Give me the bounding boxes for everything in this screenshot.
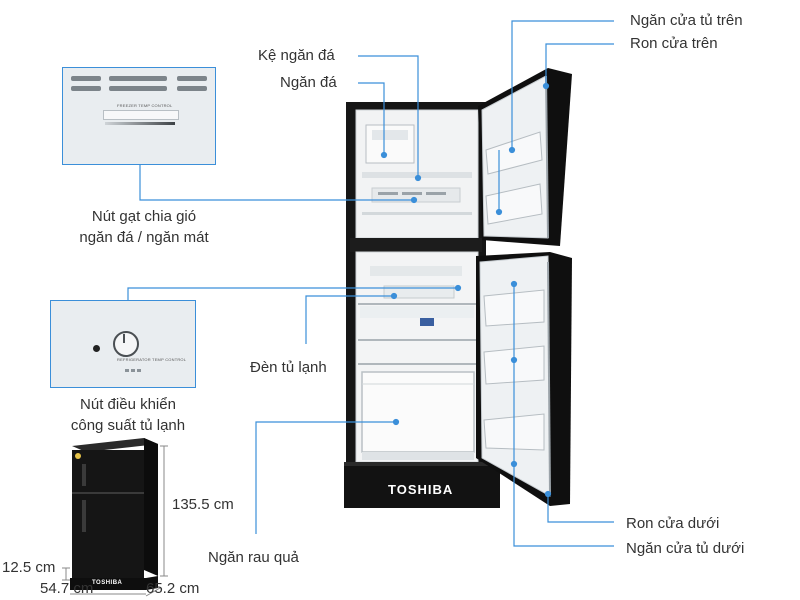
dimension-height: 135.5 cm [172, 496, 234, 513]
vent-slot [131, 369, 135, 372]
vent-slot [109, 86, 167, 91]
label-ice-shelf: Kệ ngăn đá [258, 47, 335, 64]
label-air-lever-line2: ngăn đá / ngăn mát [79, 229, 209, 246]
knob-pointer [123, 334, 125, 343]
vent-slot [71, 76, 101, 81]
label-lower-door-gasket: Ron cửa dưới [626, 515, 720, 532]
label-air-lever-line1: Nút gạt chia gió [91, 208, 197, 225]
vent-slot [109, 76, 167, 81]
slider-scale [105, 122, 175, 125]
upper-door [478, 68, 572, 246]
vent-slot [137, 369, 141, 372]
label-lower-door-shelf: Ngăn cửa tủ dưới [626, 540, 745, 557]
closed-fridge-thumbnail [62, 438, 168, 597]
freezer-control-label: FREEZER TEMP CONTROL [117, 103, 173, 108]
label-crisper: Ngăn rau quả [208, 549, 299, 566]
label-power-knob-line2: công suất tủ lạnh [70, 417, 186, 434]
brand-logo-main: TOSHIBA [388, 482, 454, 497]
refrigerator-control-inset: REFRIGERATOR TEMP CONTROL [50, 300, 196, 388]
slider-track [103, 110, 179, 120]
refrigerator-control-label: REFRIGERATOR TEMP CONTROL [117, 357, 187, 362]
dimension-width: 54.7 cm [40, 580, 94, 597]
indicator-dot [93, 345, 100, 352]
vent-slot [71, 86, 101, 91]
label-upper-door-gasket: Ron cửa trên [630, 35, 718, 52]
freezer-control-inset: FREEZER TEMP CONTROL [62, 67, 216, 165]
label-fridge-light: Đèn tủ lạnh [250, 359, 327, 376]
label-freezer: Ngăn đá [280, 74, 337, 91]
temp-knob [113, 331, 139, 357]
dimension-foot: 12.5 cm [2, 559, 56, 576]
dimension-depth: 65.2 cm [146, 580, 200, 597]
label-upper-door-shelf: Ngăn cửa tủ trên [630, 12, 743, 29]
brand-logo-thumbnail: TOSHIBA [92, 580, 123, 586]
label-power-knob-line1: Nút điều khiển [80, 396, 176, 413]
vent-slot [125, 369, 129, 372]
vent-slot [177, 86, 207, 91]
fridge-body [344, 102, 500, 508]
vent-slot [177, 76, 207, 81]
callout-lines [127, 20, 614, 547]
